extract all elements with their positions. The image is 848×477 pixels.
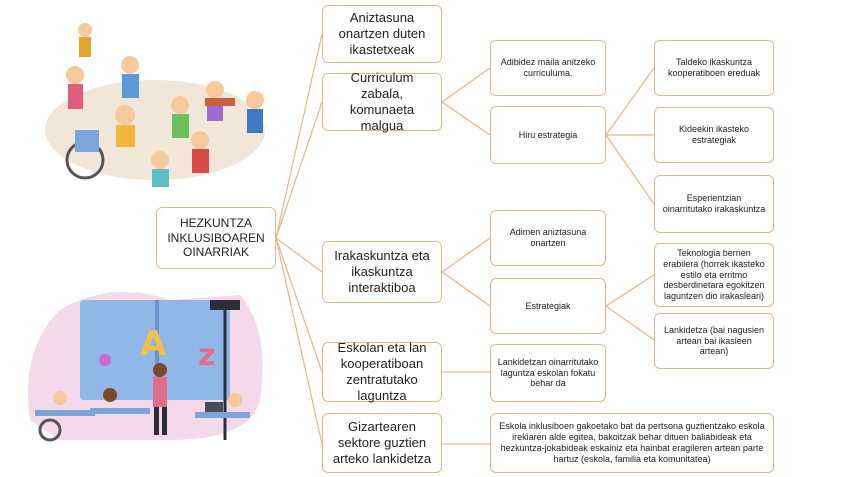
root-node: HEZKUNTZA INKLUSIBOAREN OINARRIAK	[156, 207, 276, 269]
leaf-node: Lankidetza (bai nagusien artean bai ikas…	[654, 313, 774, 369]
branch-node: Curriculum zabala, komunaeta malgua	[322, 70, 442, 133]
leaf-node: Taldeko ikaskuntza kooperatiboen ereduak	[654, 40, 774, 96]
branch-node: Irakaskuntza eta ikaskuntza interaktiboa	[322, 241, 442, 303]
leaf-node: Teknologia berrien erabilera (horrek ika…	[654, 243, 774, 307]
leaf-node: Esperientzian oinarritutako irakaskuntza	[654, 175, 774, 233]
branch-node: Gizartearen sektore guztien arteko lanki…	[322, 413, 442, 473]
children-group-illustration	[45, 23, 265, 187]
sub-node: Adimen aniztasuna onartzen	[490, 210, 606, 266]
sub-node: Estrategiak	[490, 278, 606, 334]
leaf-node: Kideekin ikasteko estrategiak	[654, 107, 774, 163]
sub-node: Lankidetzan oinarritutako laguntza eskol…	[490, 344, 606, 402]
sub-node: Eskola inklusiboen gakoetako bat da pert…	[490, 413, 774, 473]
classroom-illustration: A z	[28, 292, 263, 442]
sub-node: Hiru estrategia	[490, 106, 606, 164]
branch-node: Aniztasuna onartzen duten ikastetxeak	[322, 5, 442, 63]
sub-node: Adibidez maila anitzeko curriculuma.	[490, 40, 606, 96]
branch-node: Eskolan eta lan kooperatiboan zentratuta…	[322, 340, 442, 403]
svg-text:z: z	[198, 338, 215, 373]
svg-text:A: A	[140, 324, 167, 364]
